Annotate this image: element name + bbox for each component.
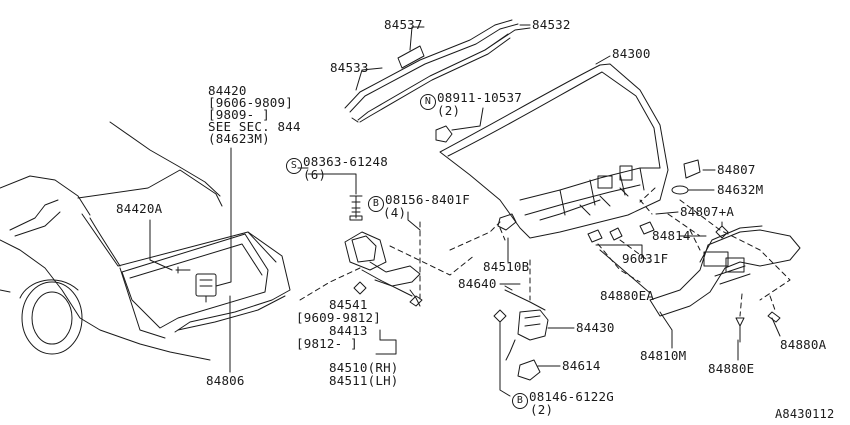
nut-symbol-icon: N — [420, 94, 436, 110]
label-84532: 84532 — [532, 17, 571, 32]
label-08911-qty: (2) — [437, 103, 461, 118]
label-84420-range-1: [9606-9809] — [208, 95, 293, 110]
label-96031F: 96031F — [622, 251, 669, 266]
label-84420A: 84420A — [116, 201, 163, 216]
label-84510B: 84510B — [483, 259, 530, 274]
leader-lines — [149, 24, 781, 397]
label-84541-range: [9609-9812] — [296, 310, 381, 325]
trunk-lid — [439, 63, 669, 239]
label-84537: 84537 — [384, 17, 423, 32]
label-08363-qty: (6) — [303, 167, 327, 182]
license-garnish — [587, 159, 801, 343]
label-84880E: 84880E — [708, 361, 755, 376]
diagram-code: A8430112 — [775, 407, 835, 421]
label-84880A: 84880A — [780, 337, 827, 352]
label-84420-reference: (84623M) — [208, 131, 270, 146]
label-84533: 84533 — [330, 60, 369, 75]
car-body-illustration — [0, 121, 291, 361]
label-84420-range-2: [9809- ] — [208, 107, 270, 122]
lock-and-cable — [435, 125, 549, 381]
label-08363-61248-number: 08363-61248 — [303, 154, 388, 169]
label-84413-range: [9812- ] — [296, 336, 358, 351]
label-84430: 84430 — [576, 320, 615, 335]
bolt-symbol-icon: B — [512, 393, 528, 409]
label-84880EA: 84880EA — [600, 288, 655, 303]
label-84420-see-section: SEE SEC. 844 — [208, 119, 301, 134]
bolt-symbol-icon: B — [368, 196, 384, 212]
label-84413: 84413 — [329, 323, 368, 338]
label-08156-qty: (4) — [383, 205, 407, 220]
label-84300: 84300 — [612, 46, 651, 61]
label-84511-lh: 84511(LH) — [329, 373, 399, 388]
label-08146-qty: (2) — [530, 402, 554, 417]
label-84632M: 84632M — [717, 182, 764, 197]
label-08146-6122G-number: 08146-6122G — [529, 389, 614, 404]
screw-symbol-icon: S — [286, 158, 302, 174]
label-84807: 84807 — [717, 162, 756, 177]
label-84614: 84614 — [562, 358, 601, 373]
hinge-assembly — [344, 195, 423, 307]
label-84807-A: 84807+A — [680, 204, 735, 219]
label-84510-rh: 84510(RH) — [329, 360, 399, 375]
label-84814: 84814 — [652, 228, 691, 243]
label-84810M: 84810M — [640, 348, 687, 363]
label-84541: 84541 — [329, 297, 368, 312]
label-08911-10537-number: 08911-10537 — [437, 90, 522, 105]
torsion-rods — [344, 19, 531, 123]
label-84420: 84420 — [208, 83, 247, 98]
label-08156-8401F-number: 08156-8401F — [385, 192, 470, 207]
label-84806: 84806 — [206, 373, 245, 388]
label-84640: 84640 — [458, 276, 497, 291]
